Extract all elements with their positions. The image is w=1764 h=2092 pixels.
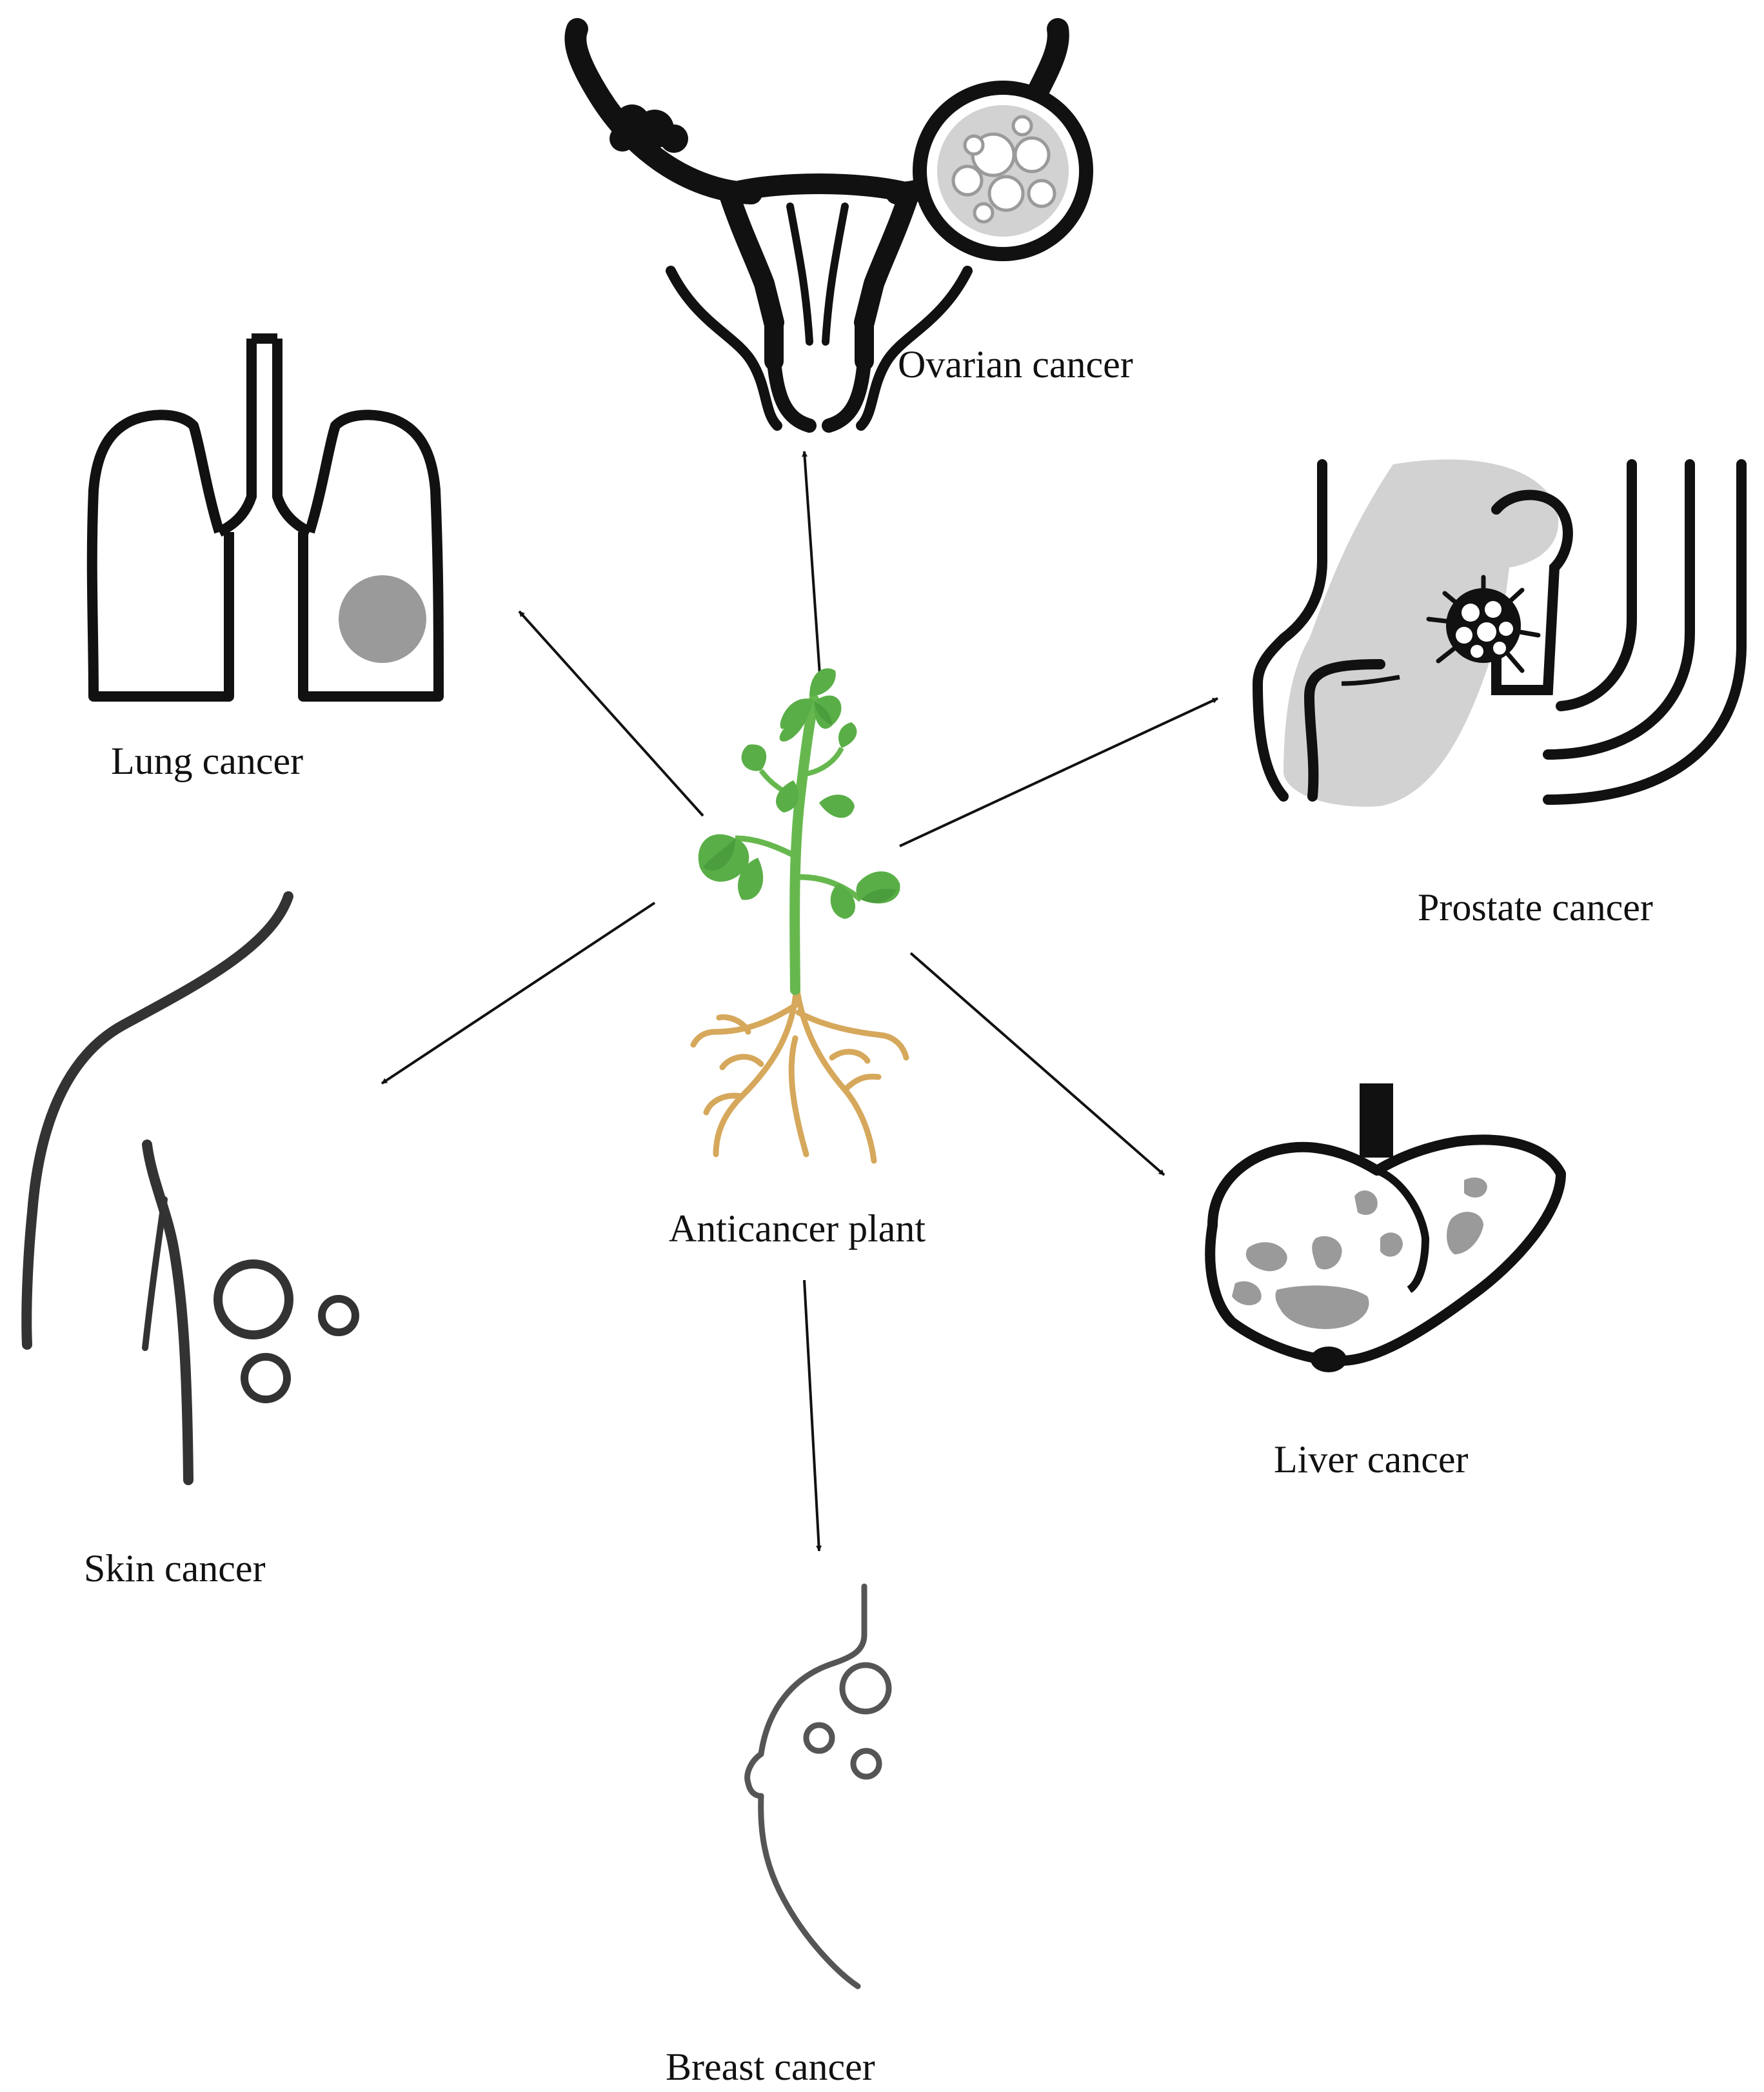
ovarian-label: Ovarian cancer xyxy=(898,343,1133,386)
breast-label: Breast cancer xyxy=(666,2046,875,2088)
arrow-to-breast xyxy=(803,1279,822,1552)
lung-label: Lung cancer xyxy=(111,740,303,782)
prostate-label: Prostate cancer xyxy=(1418,886,1653,929)
liver-label: Liver cancer xyxy=(1274,1438,1468,1481)
uterus-ovary-icon xyxy=(564,18,1069,433)
lungs-icon xyxy=(86,333,444,702)
center-label: Anticancer plant xyxy=(669,1207,926,1250)
prostate-icon xyxy=(1252,459,1747,807)
skin-lesion-icon xyxy=(21,891,359,1485)
arrow-to-skin xyxy=(381,902,656,1085)
lung-tumor-icon xyxy=(339,575,426,663)
breast-icon xyxy=(744,1583,892,1989)
arrow-to-lung xyxy=(518,610,704,817)
ovarian-tumor-icon xyxy=(913,81,1093,261)
skin-label: Skin cancer xyxy=(84,1547,266,1590)
arrow-to-liver xyxy=(909,952,1165,1176)
arrow-to-prostate xyxy=(899,697,1218,847)
prostate-tumor-icon xyxy=(1426,575,1541,673)
plant-icon xyxy=(690,668,909,1164)
arrow-to-ovarian xyxy=(802,451,822,684)
liver-icon xyxy=(1205,1083,1566,1372)
arrows xyxy=(381,451,1218,1552)
ovary-left-icon xyxy=(609,104,688,153)
